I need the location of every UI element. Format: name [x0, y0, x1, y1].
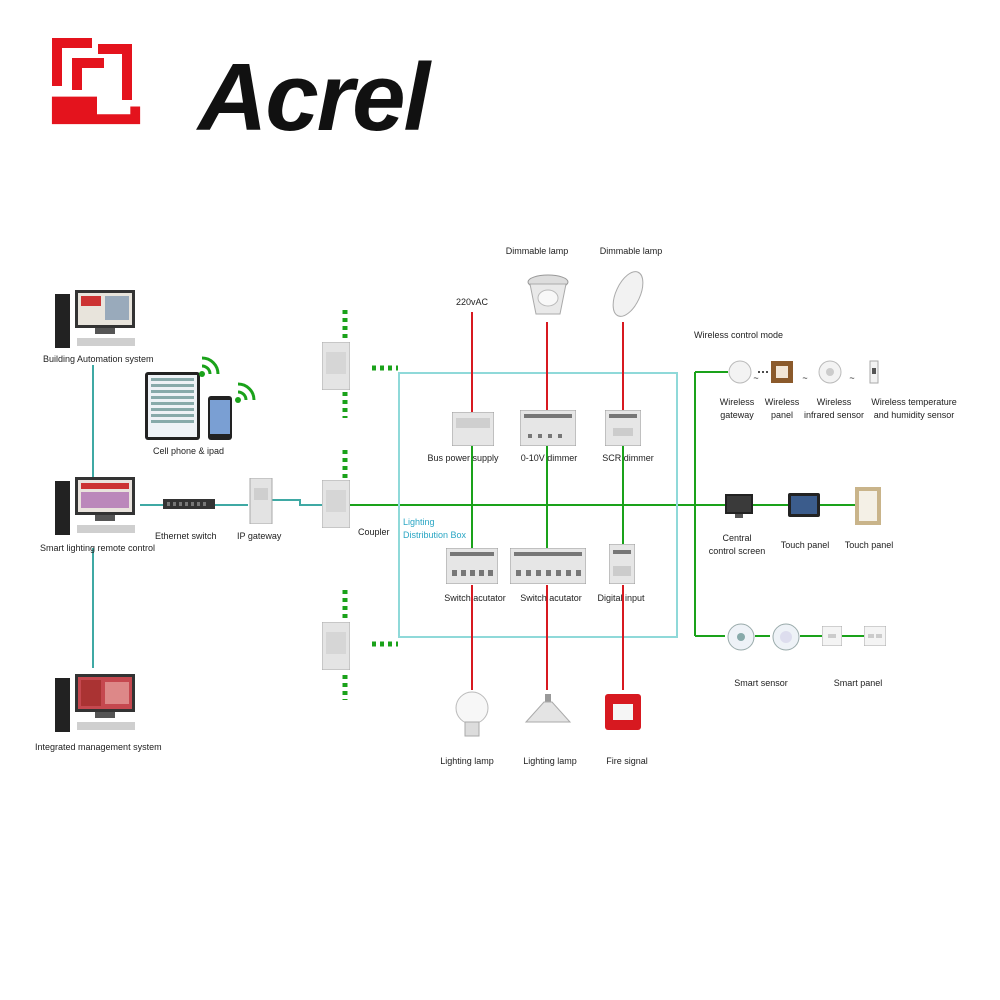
lighting-lamp-label: Lighting lamp [440, 756, 494, 766]
wireless-temp-label-2: and humidity sensor [873, 410, 955, 420]
tablet-icon [145, 372, 200, 440]
coupler-module-icon [322, 480, 350, 528]
lighting-lamp-label: Lighting lamp [523, 756, 577, 766]
phone-label: Cell phone & ipad [153, 446, 225, 456]
tilde-icon: ~ [753, 373, 759, 383]
scr-label: SCR dimmer [602, 453, 654, 463]
touch-panel-icon [788, 493, 820, 517]
switch-actuator-label: Switch acutator [444, 593, 506, 603]
infrared-sensor-icon [818, 360, 842, 384]
smart-sensor-icon [772, 623, 800, 651]
brand-logo: Acrel [48, 30, 488, 146]
wireless-panel-icon [771, 361, 793, 383]
central-screen-icon [725, 494, 753, 518]
computer-icon [55, 674, 135, 732]
wireless-gateway-icon [728, 360, 752, 384]
fire-alarm-icon [605, 694, 641, 730]
switch-actuator-label: Switch acutator [520, 593, 582, 603]
ethernet-label: Ethernet switch [155, 531, 217, 541]
coupler-label: Coupler [358, 527, 390, 537]
coupler-module-icon [322, 622, 350, 670]
coupler-module-icon [322, 342, 350, 390]
dimmable-lamp-label: Dimmable lamp [505, 246, 569, 256]
dimmer-module-icon [520, 410, 576, 446]
bulb-icon [455, 691, 489, 737]
central-screen-label-2: control screen [708, 546, 766, 556]
highbay-lamp-icon [524, 694, 572, 723]
acrel-logo-icon [51, 34, 141, 125]
smart-sensor-icon [727, 623, 755, 651]
bus-power-label: Bus power supply [427, 453, 499, 463]
digital-input-label: Digital input [597, 593, 645, 603]
ims-label: Integrated management system [35, 742, 162, 752]
temp-humidity-sensor-icon [869, 360, 879, 384]
central-screen-label-1: Central [722, 533, 752, 543]
smart-sensor-label: Smart sensor [734, 678, 788, 688]
ip-gateway-icon [249, 478, 273, 524]
smart-panel-icon [822, 626, 842, 646]
bus-power-module-icon [452, 412, 494, 446]
wireless-mode-label: Wireless control mode [694, 330, 784, 340]
fire-signal-label: Fire signal [606, 756, 648, 766]
wireless-gateway-label-2: gateway [720, 410, 754, 420]
wifi-icon [235, 382, 256, 403]
computer-icon [55, 290, 135, 348]
touch-panel-label: Touch panel [844, 540, 894, 550]
smart-panel-icon [864, 626, 886, 646]
scr-dimmer-module-icon [605, 410, 641, 446]
220vac-label: 220vAC [455, 297, 489, 307]
digital-input-module-icon [609, 544, 635, 584]
touch-panel-label: Touch panel [780, 540, 830, 550]
box-label-line1: Lighting [403, 517, 435, 527]
computer-icon [55, 477, 135, 535]
tilde-icon: ~ [802, 373, 808, 383]
smart-panel-label: Smart panel [833, 678, 883, 688]
dimmable-lamp-label: Dimmable lamp [599, 246, 663, 256]
wireless-infrared-label-1: Wireless [816, 397, 852, 407]
wireless-gateway-label-1: Wireless [719, 397, 755, 407]
wireless-panel-label-2: panel [770, 410, 794, 420]
ipgw-label: IP gateway [237, 531, 282, 541]
phone-icon [208, 396, 232, 440]
wireless-infrared-label-2: infrared sensor [803, 410, 865, 420]
switch-actuator-module-icon [446, 548, 498, 584]
dimmer010-label: 0-10V dimmer [520, 453, 578, 463]
downlight-icon [527, 274, 569, 315]
wireless-panel-label-1: Wireless [764, 397, 800, 407]
remote-label: Smart lighting remote control [40, 543, 156, 553]
box-label-line2: Distribution Box [403, 530, 467, 540]
brand-name: Acrel [198, 44, 430, 151]
switch-actuator-module-icon [510, 548, 586, 584]
wireless-temp-label-1: Wireless temperature [871, 397, 957, 407]
bas-label: Building Automation system [43, 354, 154, 364]
tilde-icon: ~ [849, 373, 855, 383]
panel-light-icon [612, 271, 644, 317]
ethernet-switch-icon [163, 499, 215, 509]
touch-panel-icon [855, 487, 881, 525]
wifi-icon [199, 356, 220, 377]
